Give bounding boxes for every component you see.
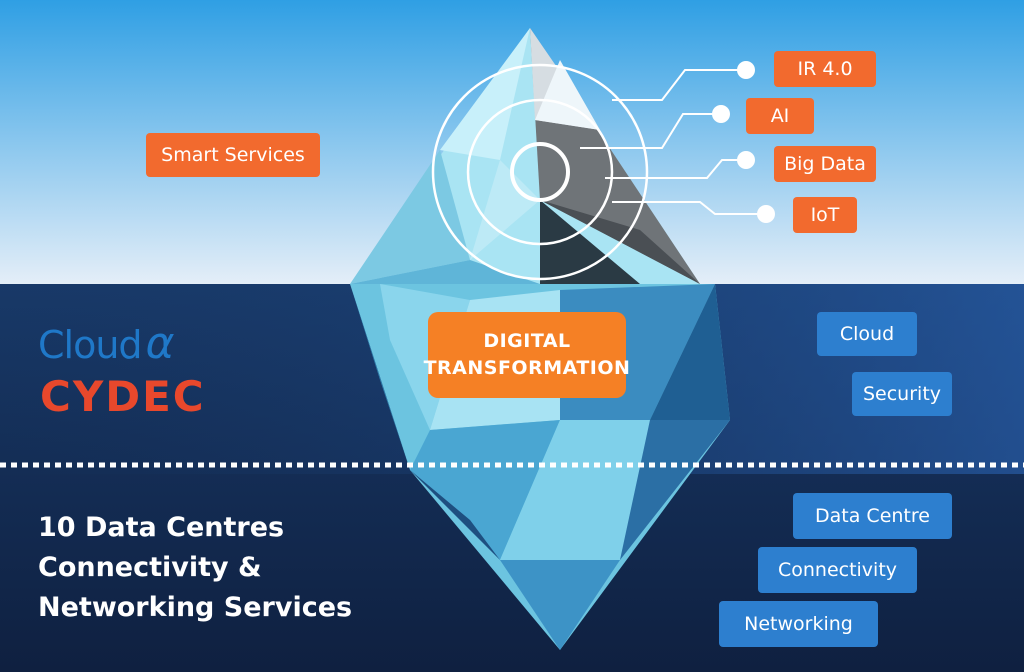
networking-services-line: Networking Services xyxy=(38,592,353,623)
connectivity-line: Connectivity & xyxy=(38,552,262,583)
networking-tag: Networking xyxy=(719,601,878,647)
security-label: Security xyxy=(862,383,942,405)
cydec-logo: CYDEC xyxy=(40,372,206,421)
ir40-tag: IR 4.0 xyxy=(774,51,876,87)
big-data-label: Big Data xyxy=(784,153,866,175)
iot-label: IoT xyxy=(810,204,840,226)
networking-label: Networking xyxy=(744,613,853,635)
cydec-word: CYDEC xyxy=(40,372,206,421)
iot-tag: IoT xyxy=(793,197,857,233)
cloud-alpha-logo: Cloudα xyxy=(38,318,175,369)
cloud-alpha-word: Cloud xyxy=(38,323,143,367)
big-data-tag: Big Data xyxy=(774,146,876,182)
connectivity-label: Connectivity xyxy=(777,559,898,581)
bottom-left-text: 10 Data Centres Connectivity & Networkin… xyxy=(38,508,352,628)
security-tag: Security xyxy=(852,372,952,416)
connector-lines xyxy=(580,69,765,215)
ir40-label: IR 4.0 xyxy=(797,58,853,80)
smart-services-label: Smart Services xyxy=(161,144,305,166)
digital-label-line2: TRANSFORMATION xyxy=(423,357,631,379)
data-centres-line: 10 Data Centres xyxy=(38,512,285,543)
ai-label: AI xyxy=(770,105,790,127)
data-centre-tag: Data Centre xyxy=(793,493,952,539)
connectivity-tag: Connectivity xyxy=(758,547,917,593)
connector-dots xyxy=(712,61,775,223)
smart-services-tag: Smart Services xyxy=(146,133,320,177)
cloud-label: Cloud xyxy=(839,323,895,345)
cloud-tag: Cloud xyxy=(817,312,917,356)
alpha-symbol: α xyxy=(145,318,175,369)
data-centre-label: Data Centre xyxy=(815,505,930,527)
digital-label-line1: DIGITAL xyxy=(483,330,571,352)
digital-transformation-label: DIGITAL TRANSFORMATION xyxy=(424,312,630,398)
ai-tag: AI xyxy=(746,98,814,134)
target-circles xyxy=(431,63,649,281)
